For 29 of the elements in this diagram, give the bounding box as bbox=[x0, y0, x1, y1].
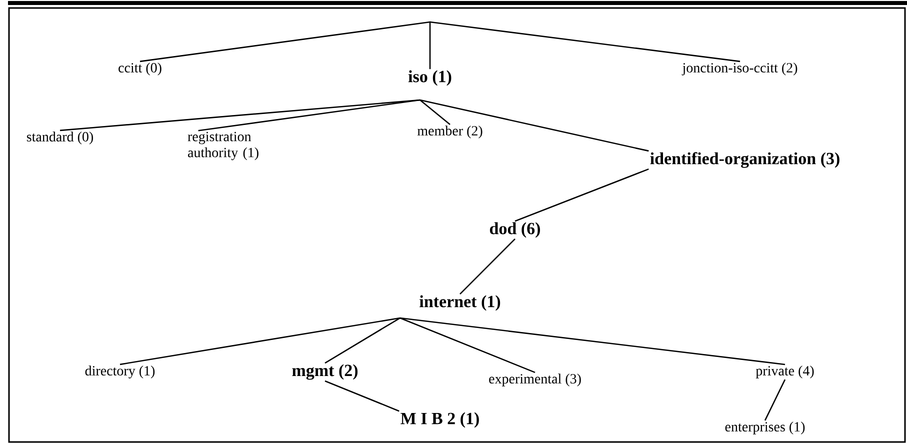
tree-label: enterprises (1) bbox=[725, 422, 805, 434]
tree-label: internet (1) bbox=[420, 295, 500, 311]
tree-label: identified-organization (3) bbox=[650, 152, 840, 168]
tree-line bbox=[400, 317, 786, 366]
tree-label: dod (6) bbox=[490, 222, 540, 238]
tree-line bbox=[198, 99, 420, 132]
tree-line bbox=[324, 317, 400, 364]
tree-label: directory (1) bbox=[85, 366, 155, 378]
tree-line bbox=[460, 238, 516, 295]
tree-line bbox=[430, 21, 740, 62]
tree-line bbox=[140, 21, 430, 62]
tree-label: ccitt (0) bbox=[118, 62, 162, 76]
tree-label: iso (1) bbox=[408, 70, 452, 86]
tree-label: member (2) bbox=[417, 126, 482, 138]
tree-label: standard (0) bbox=[26, 132, 94, 144]
tree-label: jonction-iso-ccitt (2) bbox=[682, 62, 798, 76]
tree-line bbox=[400, 317, 536, 374]
tree-line bbox=[429, 22, 431, 70]
tree-line bbox=[324, 380, 400, 412]
tree-line bbox=[120, 317, 400, 366]
tree-line bbox=[420, 99, 649, 152]
tree-line bbox=[514, 168, 649, 222]
tree-label: experimental (3) bbox=[489, 374, 581, 386]
tree-label: private (4) bbox=[756, 366, 814, 378]
tree-label: mgmt (2) bbox=[292, 364, 358, 380]
tree-line bbox=[420, 100, 450, 125]
tree-label: registration authority (1) bbox=[188, 132, 258, 160]
tree-line bbox=[764, 379, 786, 421]
tree-label: M I B 2 (1) bbox=[400, 412, 479, 428]
